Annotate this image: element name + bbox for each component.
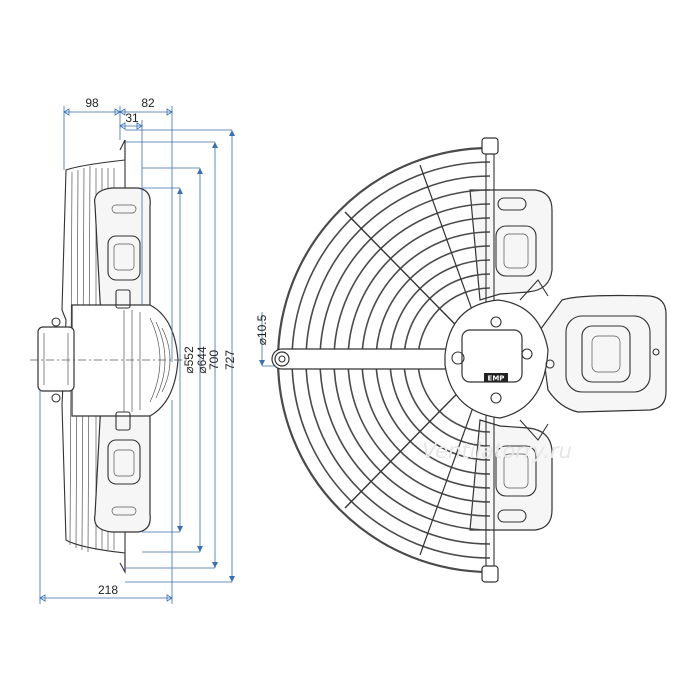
side-blade-window-lower-inner [113,449,135,477]
dim-98-label: 98 [85,96,99,110]
dim-552-label: ⌀552 [182,346,196,374]
side-blade-slot-lower [111,506,137,516]
dim-644-label: ⌀644 [195,346,209,374]
side-hub [71,304,179,417]
side-guard-profile [61,139,126,575]
front-mount-arm [271,348,473,370]
front-blade-top [469,189,553,301]
side-blade-window-upper [107,235,141,281]
front-frame-tab-bottom [481,565,499,583]
side-view [30,139,190,575]
front-hub-bolt-top [490,316,502,328]
dim-727-label: 727 [223,350,237,370]
side-blade-window-lower [107,439,141,485]
front-view: ЕМР Ventilatorry.ru [271,137,667,583]
dim-218-label: 218 [98,583,118,597]
front-hub-bolt-right [521,348,533,360]
dim-hole-label: ⌀10.5 [255,314,269,345]
front-hub-bolt-left [451,351,465,365]
front-blade-right [539,294,667,413]
front-logo-text: ЕМР [488,375,505,383]
side-clamp-upper [115,289,131,309]
front-frame-tab-top [481,137,499,155]
front-logo-badge [484,373,508,382]
side-blade-lower [94,403,151,533]
side-terminal-box [37,326,75,392]
side-blade-slot-upper [111,204,137,214]
dim-31-label: 31 [125,111,139,125]
front-hub-bolt-bottom [490,392,502,404]
watermark-text: Ventilatorry.ru [422,439,572,463]
front-mount-hole [274,351,290,367]
side-bolt-bottom [51,393,61,403]
dim-700-label: 700 [207,350,221,370]
side-bolt-top [51,317,61,327]
side-blade-window-upper-inner [113,243,135,271]
side-clamp-lower [115,411,131,431]
side-motor-fins [123,310,171,412]
side-dimensions: 98 82 31 218 ⌀552 ⌀644 700 727 [39,96,237,604]
front-dimensions: ⌀10.5 [255,312,276,367]
dim-82-label: 82 [141,96,155,110]
